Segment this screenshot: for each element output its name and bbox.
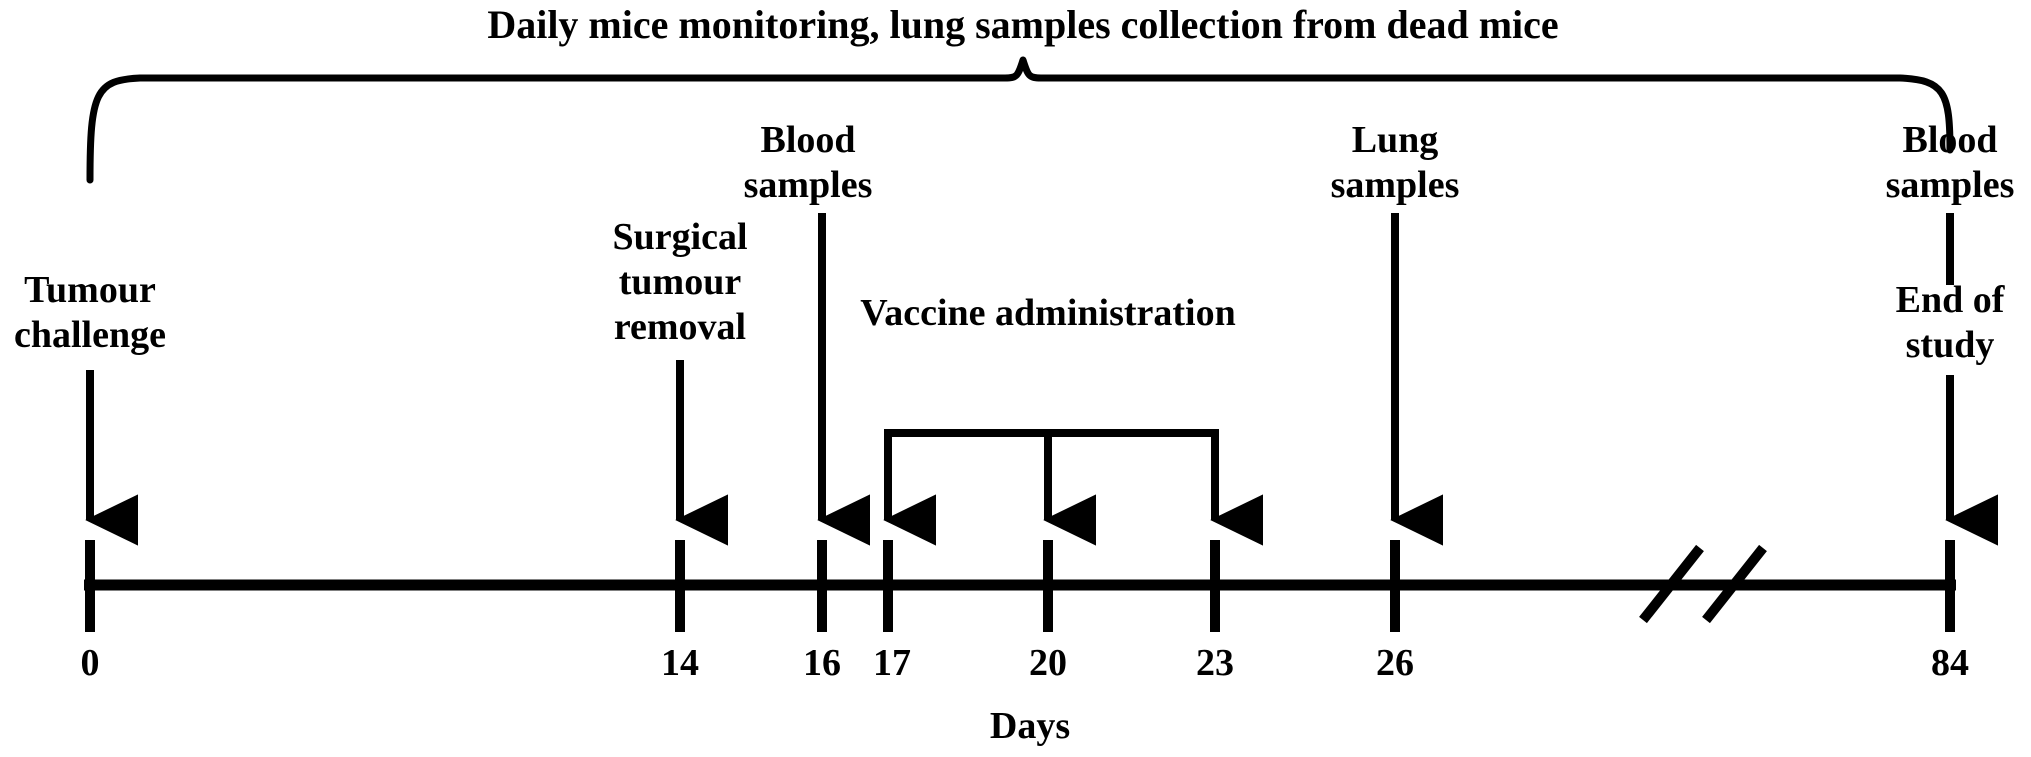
day-label-14: 14 bbox=[661, 642, 699, 684]
label-end-of-study: End of study bbox=[1896, 279, 2006, 366]
label-tumour-challenge-line1: Tumour bbox=[24, 269, 156, 311]
day-label-17: 17 bbox=[873, 642, 911, 684]
day-label-20: 20 bbox=[1029, 642, 1067, 684]
day-label-16: 16 bbox=[803, 642, 841, 684]
day-tick-labels: 0 14 16 17 20 23 26 84 bbox=[81, 642, 1970, 684]
label-lung-samples-line2: samples bbox=[1331, 164, 1460, 206]
day-label-23: 23 bbox=[1196, 642, 1234, 684]
label-lung-samples-day26: Lung samples bbox=[1331, 119, 1460, 206]
label-tumour-challenge-line2: challenge bbox=[14, 314, 166, 356]
day-label-26: 26 bbox=[1376, 642, 1414, 684]
label-blood-samples-day84-line2: samples bbox=[1886, 164, 2015, 206]
monitoring-brace bbox=[86, 56, 1954, 184]
figure-title: Daily mice monitoring, lung samples coll… bbox=[487, 2, 1558, 47]
label-end-of-study-line2: study bbox=[1906, 324, 1995, 366]
axis-label-days: Days bbox=[990, 705, 1070, 747]
label-vaccine-administration-text: Vaccine administration bbox=[860, 292, 1235, 334]
label-surgical-removal-line2: tumour bbox=[619, 261, 742, 303]
label-end-of-study-line1: End of bbox=[1896, 279, 2006, 321]
label-blood-samples-day84-line1: Blood bbox=[1902, 119, 1997, 161]
label-tumour-challenge: Tumour challenge bbox=[14, 269, 166, 356]
label-surgical-removal-line1: Surgical bbox=[612, 216, 747, 258]
label-surgical-tumour-removal: Surgical tumour removal bbox=[612, 216, 747, 348]
label-blood-samples-day16: Blood samples bbox=[744, 119, 873, 206]
day-label-84: 84 bbox=[1931, 642, 1969, 684]
vaccine-administration-bracket bbox=[884, 429, 1219, 440]
label-blood-samples-day16-line2: samples bbox=[744, 164, 873, 206]
label-blood-samples-day16-line1: Blood bbox=[760, 119, 855, 161]
axis-break-icon bbox=[1639, 544, 1767, 624]
day-label-0: 0 bbox=[81, 642, 100, 684]
label-vaccine-administration: Vaccine administration bbox=[860, 292, 1235, 334]
axis-tick-marks bbox=[85, 540, 1955, 632]
event-arrows bbox=[85, 213, 1998, 546]
label-blood-samples-day84: Blood samples bbox=[1886, 119, 2015, 206]
label-lung-samples-line1: Lung bbox=[1352, 119, 1439, 161]
label-surgical-removal-line3: removal bbox=[614, 306, 746, 348]
